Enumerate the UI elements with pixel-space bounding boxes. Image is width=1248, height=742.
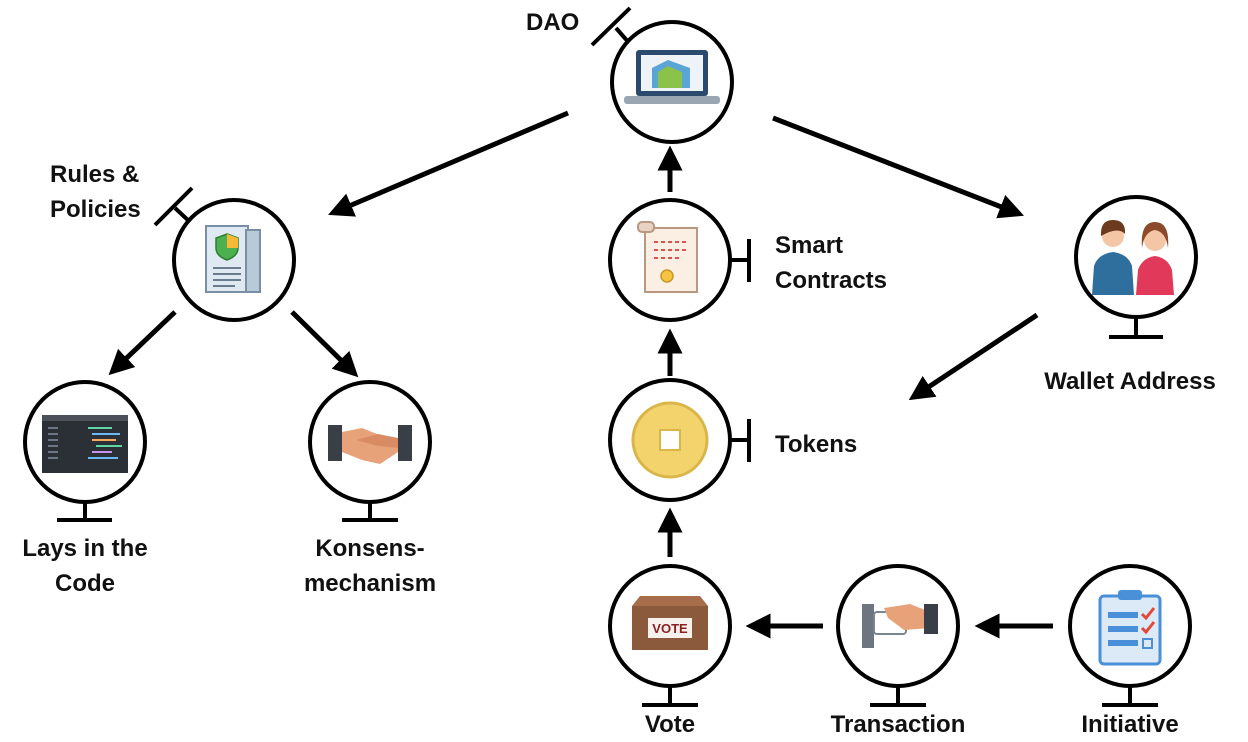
wallet-node [1074, 195, 1198, 319]
code-editor-icon [42, 415, 128, 473]
arrow-dao-to-wallet [772, 115, 1024, 219]
rules-stem-bar [153, 186, 194, 227]
coin-icon [631, 401, 709, 479]
checklist-icon [1098, 590, 1162, 666]
vote-label: Vote [644, 711, 696, 738]
arrow-dao-to-rules [328, 110, 569, 217]
dao-stem-bar [590, 6, 632, 47]
arrow-rules-to-code [108, 310, 177, 376]
people-icon [1092, 220, 1174, 295]
vote-box-text: VOTE [652, 621, 688, 636]
code-label-line1: Lays in the [22, 535, 148, 562]
arrow-rules-to-consensus [290, 310, 359, 378]
wallet-label: Wallet Address [1044, 368, 1216, 395]
vote-box-icon: VOTE [632, 596, 708, 650]
rules-label-line1: Rules & [50, 161, 140, 188]
laptop-icon [624, 50, 720, 104]
handshake-icon [328, 425, 412, 464]
transaction-label: Transaction [830, 711, 966, 738]
dao-label: DAO [526, 9, 580, 36]
initiative-label: Initiative [1081, 711, 1179, 738]
contract-scroll-icon [637, 221, 698, 293]
policy-document-icon [205, 225, 261, 293]
consensus-label-line1: Konsens- [315, 535, 425, 562]
code-label-line2: Code [55, 570, 115, 597]
contracts-label-line2: Contracts [775, 267, 888, 294]
consensus-label-line2: mechanism [303, 570, 437, 597]
card-payment-icon [862, 604, 938, 648]
contracts-label-line1: Smart [775, 232, 844, 259]
rules-label-line2: Policies [50, 196, 141, 223]
tokens-label: Tokens [775, 431, 858, 458]
arrow-wallet-to-tokens [908, 312, 1039, 401]
